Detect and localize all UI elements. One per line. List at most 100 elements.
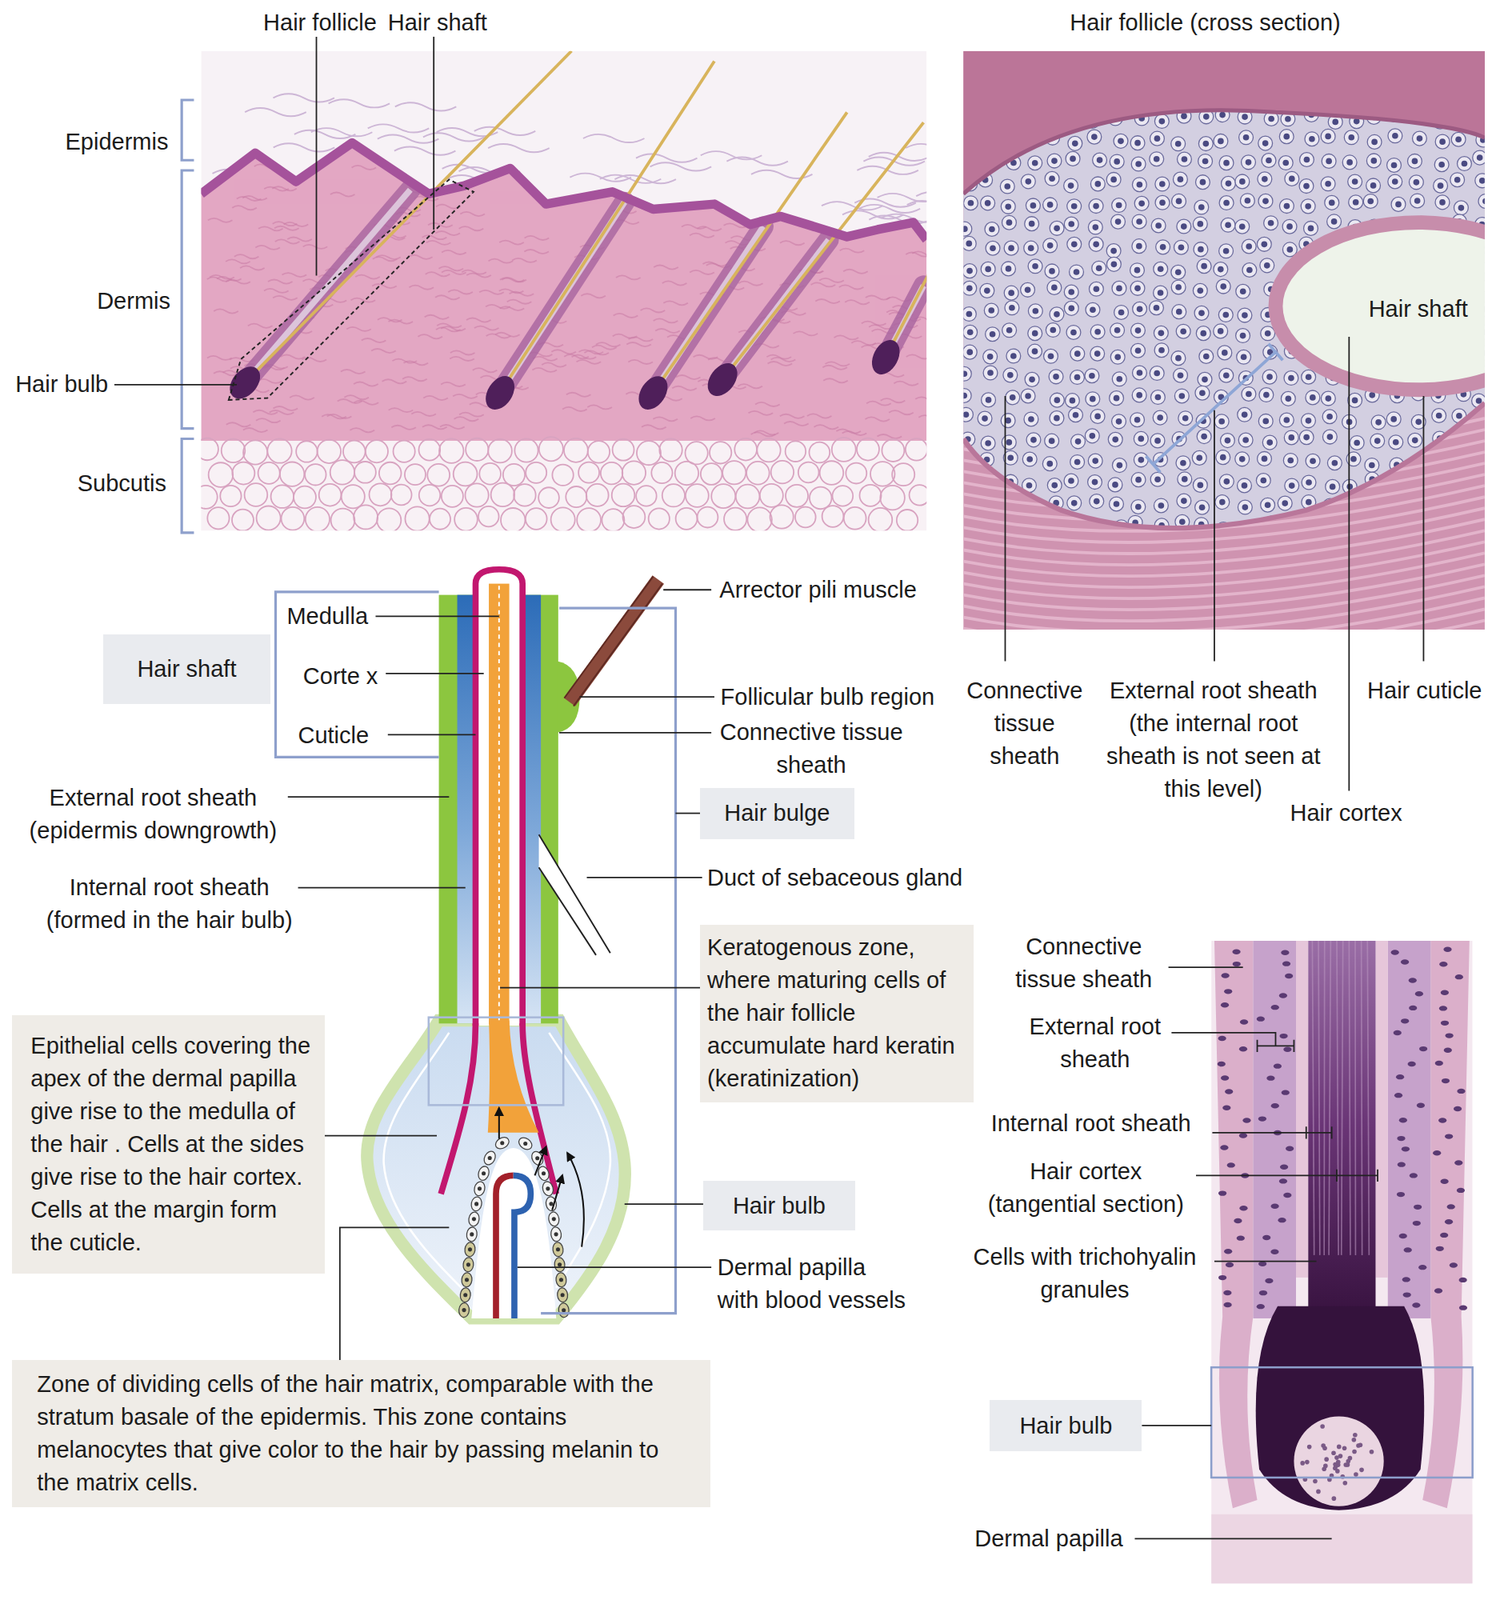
cross-section-micrograph — [1043, 238, 1058, 253]
cross-section-micrograph — [989, 331, 996, 338]
cross-section-micrograph — [1155, 222, 1162, 229]
cross-section-micrograph — [984, 498, 1000, 513]
cross-section-micrograph — [1305, 453, 1320, 468]
cross-section-micrograph — [1004, 203, 1012, 210]
cross-section-micrograph — [1268, 116, 1275, 123]
follicle-micrograph — [1322, 1445, 1328, 1451]
skin-micrograph — [636, 485, 657, 507]
follicle-micrograph — [1256, 1306, 1424, 1511]
skin-micrograph — [700, 151, 763, 160]
skin-micrograph — [798, 462, 820, 484]
cross-section-micrograph — [1223, 160, 1230, 167]
cross-section-micrograph — [1223, 248, 1230, 255]
follicle-schematic — [476, 1164, 492, 1182]
follicle-micrograph — [1224, 988, 1232, 994]
cross-section-micrograph — [1180, 328, 1187, 335]
skin-micrograph — [881, 439, 904, 462]
skin-micrograph — [244, 108, 307, 116]
cross-section-micrograph — [1476, 459, 1483, 466]
follicle-micrograph — [1360, 940, 1364, 1256]
cross-section-micrograph — [1218, 308, 1233, 323]
cross-section-micrograph — [1450, 479, 1465, 494]
follicle-micrograph — [1224, 1302, 1232, 1308]
cross-section-micrograph — [1064, 216, 1079, 232]
cross-section-micrograph — [1262, 198, 1269, 205]
skin-micrograph — [243, 428, 268, 432]
cross-section-micrograph — [1475, 173, 1485, 188]
follicle-schematic — [496, 1175, 514, 1319]
skin-micrograph — [909, 484, 928, 506]
cross-section-micrograph — [963, 388, 972, 404]
skin-micrograph — [524, 236, 550, 240]
leader-line — [675, 812, 700, 815]
skin-micrograph — [724, 508, 747, 531]
skin-micrograph — [449, 356, 475, 361]
skin-micrograph — [622, 505, 645, 528]
follicle-micrograph — [1240, 1019, 1248, 1024]
cross-section-micrograph — [1437, 182, 1444, 189]
cross-section-micrograph — [1130, 136, 1145, 151]
cross-section-micrograph — [1065, 151, 1080, 166]
cross-section-micrograph — [1008, 289, 1015, 296]
cross-section-micrograph — [1283, 416, 1290, 424]
follicle-micrograph — [1312, 1479, 1318, 1484]
cross-section-micrograph — [1199, 538, 1214, 553]
cross-section-micrograph — [1132, 301, 1148, 316]
follicle-schematic — [556, 1287, 568, 1303]
cross-section-micrograph — [1221, 176, 1236, 191]
skin-micrograph — [244, 51, 572, 384]
cross-section-micrograph — [1306, 547, 1313, 554]
cross-section-micrograph — [1411, 479, 1418, 486]
skin-micrograph — [856, 438, 880, 461]
cross-section-micrograph — [1217, 328, 1224, 335]
skin-micrograph — [272, 221, 298, 226]
cross-section-micrograph — [1114, 327, 1121, 334]
cross-section-micrograph — [1220, 283, 1227, 290]
follicle-micrograph — [1283, 1047, 1292, 1052]
skin-micrograph — [613, 313, 639, 318]
cross-section-micrograph — [1159, 199, 1166, 206]
cross-section-micrograph — [1071, 434, 1086, 449]
skin-micrograph — [896, 509, 918, 531]
cross-section-micrograph — [1180, 112, 1188, 120]
cross-section-micrograph — [1202, 158, 1209, 165]
cross-section-micrograph — [1392, 439, 1400, 446]
cross-section-micrograph — [984, 515, 1000, 530]
cross-section-micrograph — [1112, 436, 1119, 444]
cross-section-micrograph — [1048, 352, 1055, 360]
cross-section-micrograph — [1433, 178, 1448, 193]
cross-section-micrograph — [1008, 524, 1015, 531]
cross-section-micrograph — [1028, 304, 1043, 319]
skin-micrograph — [600, 462, 623, 484]
cross-section-micrograph — [1094, 328, 1101, 336]
skin-micrograph — [418, 439, 440, 461]
follicle-micrograph — [1453, 1106, 1462, 1112]
follicle-micrograph — [1396, 1074, 1404, 1080]
cross-section-micrograph — [1239, 223, 1246, 230]
cross-section-micrograph — [1332, 119, 1339, 126]
cross-section-micrograph — [1235, 452, 1250, 467]
cross-section-micrograph — [1412, 131, 1428, 146]
follicle-schematic — [516, 1135, 535, 1152]
cross-section-micrograph — [1414, 197, 1421, 204]
cross-section-micrograph — [1364, 458, 1380, 473]
cross-section-micrograph — [1305, 373, 1312, 380]
cross-section-micrograph — [1266, 439, 1273, 446]
cross-section-micrograph — [1072, 526, 1079, 533]
leader-line — [385, 672, 484, 675]
skin-micrograph — [596, 342, 621, 347]
cross-section-micrograph — [1092, 241, 1100, 248]
skin-micrograph — [317, 440, 341, 464]
skin-micrograph — [361, 338, 387, 343]
cross-section-micrograph — [1196, 429, 1212, 444]
cross-section-micrograph — [1047, 478, 1062, 493]
cross-section-micrograph — [1301, 369, 1316, 384]
skin-micrograph — [232, 462, 255, 485]
cross-section-micrograph — [1046, 540, 1061, 556]
cross-section-micrograph — [1412, 158, 1419, 165]
skin-micrograph — [851, 340, 876, 345]
cross-section-micrograph — [984, 303, 999, 318]
cross-section-micrograph — [1352, 522, 1359, 529]
cross-section-micrograph — [1223, 200, 1230, 207]
cross-section-micrograph — [1389, 472, 1404, 487]
